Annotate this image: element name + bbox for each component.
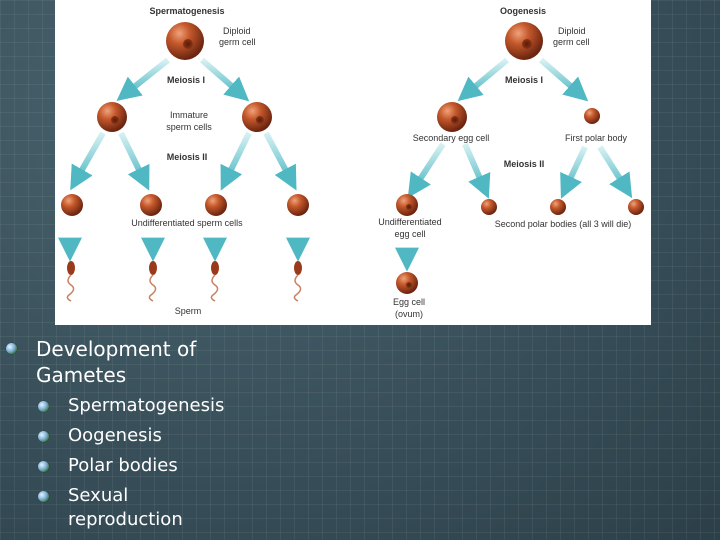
bullet-spermatogenesis: Spermatogenesis (68, 395, 225, 416)
bullet-main-line-1: Development of (36, 337, 197, 361)
bullet-main: Development of Gametes (36, 336, 276, 388)
diploid-germ-cell-right (505, 22, 543, 60)
meiosis-2-label-right: Meiosis II (504, 159, 545, 169)
meiosis-1-arrows-left (116, 57, 250, 102)
first-polar-label: First polar body (565, 133, 628, 143)
egg-cell-label-2: (ovum) (395, 309, 423, 319)
sperm-arrows (58, 233, 310, 262)
bullet-icon (38, 461, 49, 472)
diploid-label-right-2: germ cell (553, 37, 590, 47)
egg-cell-label-1: Egg cell (393, 297, 425, 307)
meiosis-2-arrows-right (407, 142, 633, 199)
undiff-egg-label-2: egg cell (394, 229, 425, 239)
immature-sperm-cell-2 (242, 102, 272, 132)
meiosis-1-arrows-right (457, 57, 589, 102)
bullet-icon (6, 343, 17, 354)
undiff-sperm-label: Undifferentiated sperm cells (131, 218, 243, 228)
diploid-label-right-1: Diploid (558, 26, 586, 36)
sperm-cells (66, 261, 302, 302)
diploid-germ-cell-left (166, 22, 204, 60)
bullet-oogenesis: Oogenesis (68, 425, 162, 446)
bullet-polar-bodies: Polar bodies (68, 455, 178, 476)
secondary-egg-cell (437, 102, 467, 132)
meiosis-1-label-right: Meiosis I (505, 75, 543, 85)
immature-label-1: Immature (170, 110, 208, 120)
spermatogenesis-title: Spermatogenesis (149, 6, 224, 16)
bullet-icon (38, 491, 49, 502)
undiff-egg-label-1: Undifferentiated (378, 217, 441, 227)
immature-sperm-cell-1 (97, 102, 127, 132)
sperm-label: Sperm (175, 306, 202, 316)
egg-cell-ovum (396, 272, 418, 294)
bullet-sexual-reproduction: Sexual reproduction (68, 485, 183, 530)
diploid-label-left-1: Diploid (223, 26, 251, 36)
meiosis-1-label-left: Meiosis I (167, 75, 205, 85)
diploid-label-left-2: germ cell (219, 37, 256, 47)
bullet-main-line-2: Gametes (36, 363, 127, 387)
undiff-egg-cell (396, 194, 418, 216)
second-polar-bodies (481, 199, 644, 215)
meiosis-2-label-left: Meiosis II (167, 152, 208, 162)
gametogenesis-diagram: Spermatogenesis Diploid germ cell Meiosi… (55, 0, 651, 325)
bullet-icon (38, 431, 49, 442)
first-polar-body (584, 108, 600, 124)
bullet-icon (38, 401, 49, 412)
second-polar-label: Second polar bodies (all 3 will die) (495, 219, 632, 229)
immature-label-2: sperm cells (166, 122, 212, 132)
undiff-sperm-cells (61, 194, 309, 216)
meiosis-2-arrows-left (70, 131, 297, 191)
secondary-egg-label: Secondary egg cell (413, 133, 490, 143)
oogenesis-title: Oogenesis (500, 6, 546, 16)
